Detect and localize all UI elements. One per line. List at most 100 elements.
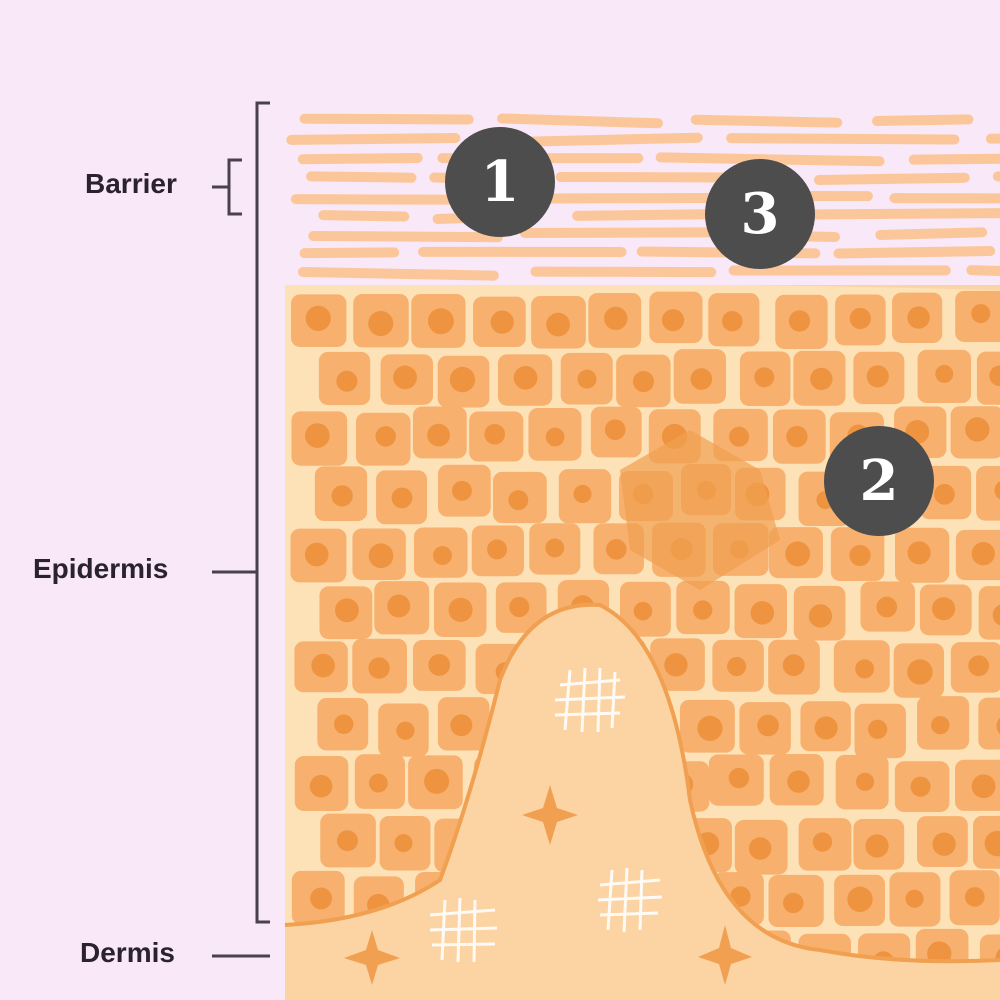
dermis-fibers <box>429 667 663 963</box>
epidermis-bracket <box>255 101 270 924</box>
corneocyte-strand <box>298 267 499 281</box>
cell-nucleus <box>847 886 873 912</box>
cell-nucleus <box>393 365 417 390</box>
cell-nucleus <box>910 776 931 797</box>
cell-nucleus <box>971 304 991 324</box>
cell-nucleus <box>309 774 333 798</box>
cell-nucleus <box>935 364 954 383</box>
corneocyte-strand <box>875 227 988 240</box>
cell-nucleus <box>849 544 871 567</box>
corneocyte-strand <box>306 171 417 183</box>
cell-nucleus <box>484 423 506 445</box>
cell-nucleus <box>604 419 626 441</box>
bracket-lines <box>212 101 270 958</box>
cell-nucleus <box>808 604 833 628</box>
cell-nucleus <box>304 423 330 448</box>
epidermis-label: Epidermis <box>33 553 169 584</box>
cell-nucleus <box>335 598 359 623</box>
cell-nucleus <box>812 832 833 852</box>
cell-nucleus <box>692 600 713 620</box>
keratinocyte <box>978 586 1000 640</box>
stratum-corneum-strands <box>286 113 1000 281</box>
marker-1: 1 <box>445 127 555 237</box>
cell-nucleus <box>932 832 956 856</box>
cell-nucleus <box>748 837 772 860</box>
corneocyte-strand <box>726 133 960 145</box>
corneocyte-strand <box>299 113 474 125</box>
keratinocyte <box>979 934 1000 962</box>
cell-nucleus <box>513 365 538 390</box>
basement-membrane <box>284 602 1000 964</box>
cell-nucleus <box>448 597 473 622</box>
cell-nucleus <box>387 594 411 618</box>
cell-nucleus <box>508 490 529 511</box>
corneocyte-strand <box>908 153 1000 165</box>
corneocyte-strand <box>299 247 400 259</box>
cell-nucleus <box>662 309 685 332</box>
cell-nucleus <box>577 369 597 389</box>
cell-nucleus <box>433 546 452 566</box>
cell-nucleus <box>368 773 388 793</box>
cell-nucleus <box>782 654 805 677</box>
fibroblasts <box>344 785 752 985</box>
keratinocyte <box>978 697 1000 750</box>
cell-nucleus <box>633 601 653 621</box>
cell-nucleus <box>931 715 950 735</box>
cell-nucleus <box>310 887 333 910</box>
marker-2: 2 <box>824 426 934 536</box>
marker-3: 3 <box>705 159 815 269</box>
cell-nucleus <box>727 656 747 677</box>
cell-nucleus <box>375 426 396 447</box>
corneocyte-strand <box>308 230 503 243</box>
corneocyte-strand <box>318 210 410 222</box>
cell-nucleus <box>783 892 804 914</box>
cell-nucleus <box>964 887 985 907</box>
cell-nucleus <box>664 653 688 677</box>
corneocyte-strand <box>966 265 1000 276</box>
keratinocyte <box>976 465 1000 521</box>
cell-nucleus <box>876 596 898 618</box>
barrier-bracket <box>227 158 242 216</box>
corneocyte-strand <box>985 133 1000 144</box>
cell-nucleus <box>849 307 871 330</box>
cell-nucleus <box>868 719 888 739</box>
cell-nucleus <box>604 306 628 331</box>
corneocyte-strand <box>530 266 717 278</box>
cell-nucleus <box>545 538 565 558</box>
cell-nucleus <box>787 770 810 793</box>
cell-nucleus <box>968 655 990 677</box>
cell-nucleus <box>396 721 415 740</box>
cell-nucleus <box>368 657 390 679</box>
cell-nucleus <box>450 714 473 737</box>
cell-nucleus <box>932 597 956 621</box>
cell-nucleus <box>855 659 875 679</box>
cell-nucleus <box>368 543 394 569</box>
cell-nucleus <box>605 539 627 560</box>
cell-nucleus <box>865 834 889 858</box>
cell-nucleus <box>757 714 779 737</box>
cell-nucleus <box>304 542 329 567</box>
cell-nucleus <box>907 541 931 565</box>
cell-nucleus <box>487 539 508 560</box>
cell-nucleus <box>905 889 924 908</box>
barrier-label: Barrier <box>85 168 177 199</box>
corneocyte-strand <box>519 227 735 239</box>
cell-nucleus <box>814 716 838 740</box>
cell-nucleus <box>697 715 723 741</box>
cell-nucleus <box>509 596 530 618</box>
cell-nucleus <box>573 484 592 504</box>
cell-nucleus <box>785 541 811 567</box>
cell-nucleus <box>722 310 743 332</box>
cell-nucleus <box>394 834 413 853</box>
cell-nucleus <box>333 714 354 735</box>
cell-nucleus <box>788 310 811 332</box>
cell-nucleus <box>971 542 995 566</box>
cell-nucleus <box>632 371 655 393</box>
cell-nucleus <box>907 306 930 329</box>
cell-nucleus <box>305 305 331 331</box>
corneocyte-strand <box>297 152 423 165</box>
cell-nucleus <box>810 367 833 391</box>
cell-nucleus <box>427 423 450 447</box>
melanocyte <box>620 430 780 590</box>
cell-nucleus <box>965 417 990 442</box>
